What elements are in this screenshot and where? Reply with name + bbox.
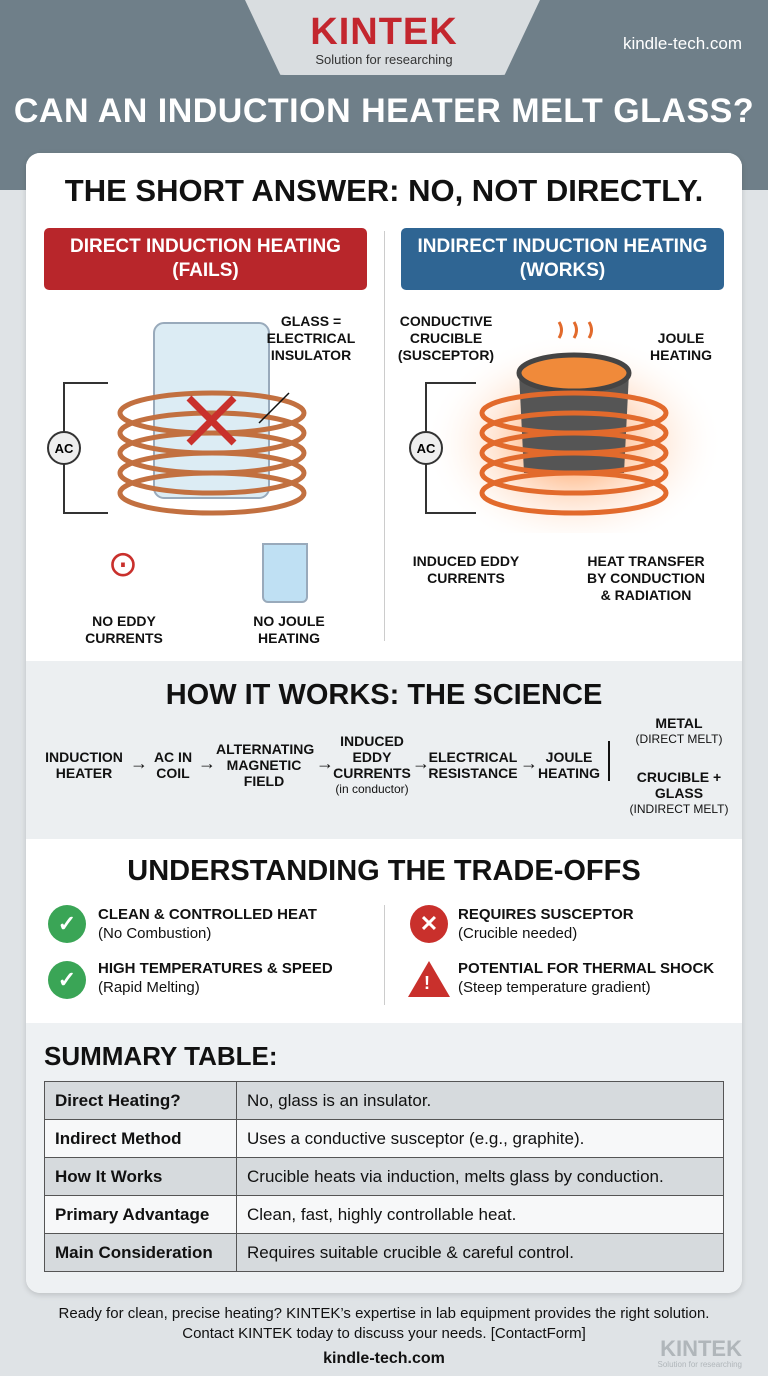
x-mark-icon (186, 395, 237, 446)
content-card: THE SHORT ANSWER: NO, NOT DIRECTLY. DIRE… (26, 153, 742, 1293)
direct-heading: DIRECT INDUCTION HEATING (FAILS) (44, 228, 367, 290)
heat-transfer-label: HEAT TRANSFER BY CONDUCTION & RADIATION (587, 553, 705, 603)
indirect-heading: INDIRECT INDUCTION HEATING (WORKS) (401, 228, 724, 290)
eddy-label: INDUCED EDDY CURRENTS (412, 553, 520, 586)
flow-step: ALTERNATING MAGNETIC FIELD (216, 741, 315, 789)
glass-insulator-label: GLASS = ELECTRICAL INSULATOR (266, 313, 356, 363)
flow-step: ELECTRICAL RESISTANCE (428, 749, 518, 781)
pro-title: CLEAN & CONTROLLED HEAT (98, 906, 317, 923)
watermark-logo: KINTEK Solution for researching (657, 1336, 743, 1370)
check-icon: ✓ (48, 961, 86, 999)
tradeoffs-section: UNDERSTANDING THE TRADE-OFFS ✓ CLEAN & C… (26, 839, 742, 1023)
science-title: HOW IT WORKS: THE SCIENCE (165, 679, 603, 711)
divider (384, 231, 385, 641)
summary-title: SUMMARY TABLE: (44, 1041, 278, 1071)
crucible-coil-illustration: AC (409, 321, 724, 533)
steam-icon (557, 321, 593, 339)
site-link[interactable]: kindle-tech.com (622, 34, 742, 53)
summary-table: Direct Heating?No, glass is an insulator… (44, 1081, 724, 1272)
brand-tagline: Solution for researching (315, 52, 453, 67)
logo-tab (245, 0, 540, 75)
divider (384, 905, 385, 1005)
arrow-right-icon: → (412, 753, 430, 773)
ac-source-icon (47, 431, 81, 465)
no-eddy-label: NO EDDY CURRENTS (85, 613, 163, 646)
table-row: Direct Heating?No, glass is an insulator… (44, 1081, 724, 1120)
svg-text:AC: AC (55, 441, 74, 456)
no-joule-label: NO JOULE HEATING (253, 613, 325, 646)
branch-connector (608, 741, 620, 781)
flow-step: INDUCED EDDY CURRENTS (333, 733, 411, 781)
outcome: METAL (655, 715, 703, 731)
flow-step: JOULE HEATING (538, 749, 600, 781)
flow-step: INDUCTION HEATER (45, 749, 123, 781)
process-flow: INDUCTION HEATER → AC IN COIL → ALTERNAT… (45, 715, 729, 816)
warning-icon (408, 961, 450, 997)
contact-link[interactable]: Contact KINTEK today to discuss your nee… (182, 1325, 586, 1342)
brand-name: KINTEK (310, 11, 458, 53)
con-title: POTENTIAL FOR THERMAL SHOCK (458, 960, 715, 977)
joule-label: JOULE HEATING (650, 330, 712, 363)
ac-source-icon (409, 431, 443, 465)
x-icon: ✕ (410, 905, 448, 943)
magnet-icon: ⊙ (107, 543, 139, 584)
beaker-coil-illustration: AC (47, 322, 307, 516)
footer-site-link[interactable]: kindle-tech.com (323, 1350, 445, 1367)
pro-title: HIGH TEMPERATURES & SPEED (98, 960, 333, 977)
short-answer-heading: THE SHORT ANSWER: NO, NOT DIRECTLY. (64, 173, 704, 208)
arrow-right-icon: → (130, 753, 148, 773)
short-answer-section: THE SHORT ANSWER: NO, NOT DIRECTLY. DIRE… (26, 153, 742, 661)
crucible-label: CONDUCTIVE CRUCIBLE (SUSCEPTOR) (397, 313, 495, 363)
footer-cta: Ready for clean, precise heating? KINTEK… (0, 1304, 768, 1344)
summary-section: SUMMARY TABLE: Direct Heating?No, glass … (26, 1023, 742, 1293)
science-section: HOW IT WORKS: THE SCIENCE INDUCTION HEAT… (26, 661, 742, 839)
arrow-right-icon: → (316, 753, 334, 773)
outcome: CRUCIBLE + GLASS (636, 769, 722, 801)
arrow-right-icon: → (198, 753, 216, 773)
page-title: CAN AN INDUCTION HEATER MELT GLASS? (13, 92, 755, 130)
svg-text:AC: AC (417, 441, 436, 456)
small-beaker-icon (262, 543, 308, 603)
tradeoffs-title: UNDERSTANDING THE TRADE-OFFS (127, 855, 641, 887)
check-icon: ✓ (48, 905, 86, 943)
con-title: REQUIRES SUSCEPTOR (458, 906, 634, 923)
arrow-right-icon: → (520, 753, 538, 773)
logo[interactable]: KINTEK Solution for researching (0, 12, 768, 67)
flow-step: AC IN COIL (153, 749, 193, 781)
